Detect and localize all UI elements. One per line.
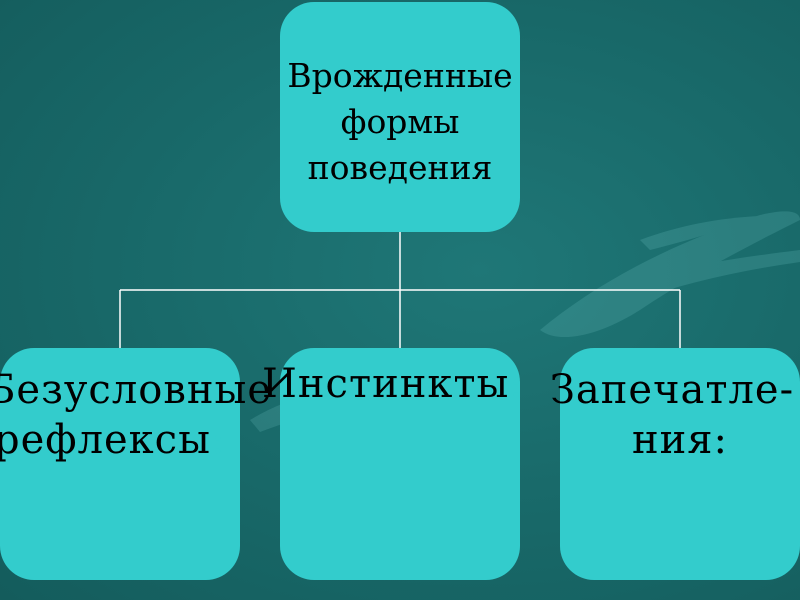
child-node-box-reflexes xyxy=(0,348,240,580)
imprinting-label-line-1: Запечатле- xyxy=(550,367,795,413)
child-node-box-imprinting xyxy=(560,348,800,580)
reflexes-label-line-1: Безусловные xyxy=(0,367,270,413)
root-node-label: Врожденные формы поведения xyxy=(250,53,550,191)
instincts-label: Инстинкты: xyxy=(262,361,524,407)
root-node-box xyxy=(280,2,520,232)
imprinting-label-line-2: ния: xyxy=(631,417,729,463)
root-line-1: Врожденные xyxy=(287,56,513,95)
reflexes-label-line-2: рефлексы: xyxy=(0,417,226,463)
root-line-2: формы xyxy=(340,102,460,141)
root-line-3: поведения xyxy=(307,148,493,187)
child-node-box-instincts xyxy=(280,348,520,580)
instincts-colon: : xyxy=(509,361,524,407)
reflexes-colon: : xyxy=(210,417,226,463)
